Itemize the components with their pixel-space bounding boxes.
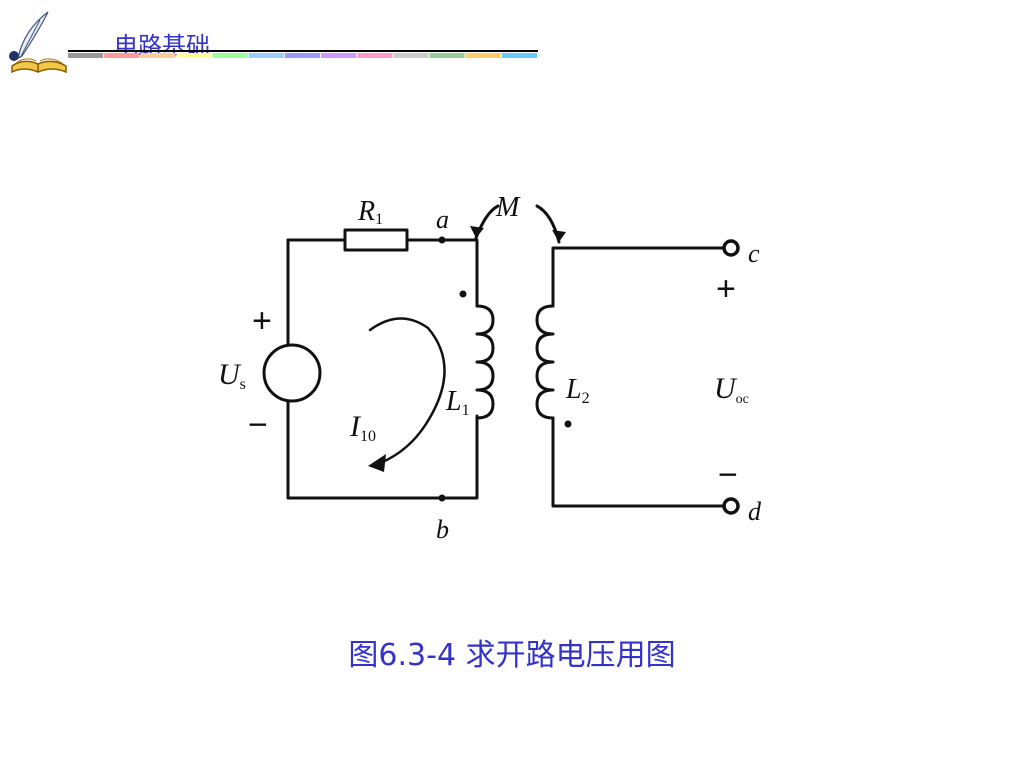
slide-header: 电路基础 <box>0 0 560 80</box>
label-current-i10: I10 <box>349 410 376 445</box>
voltage-source-us <box>262 343 322 403</box>
wire-left-lower <box>286 399 479 500</box>
label-terminal-d: d <box>748 497 762 526</box>
label-source-plus: + <box>252 302 272 340</box>
current-arrow-arc <box>368 317 446 466</box>
label-l2: L2 <box>565 374 590 407</box>
header-rule-segment <box>501 53 537 58</box>
label-source-us: Us <box>218 358 246 393</box>
header-rule-segment <box>104 53 140 58</box>
header-rule-line <box>68 50 538 52</box>
header-rule-segment <box>176 53 212 58</box>
node-b-dot <box>438 494 446 502</box>
header-rule-segment <box>212 53 248 58</box>
label-l1: L1 <box>445 386 470 419</box>
header-color-rule <box>68 50 538 58</box>
label-output-plus: + <box>716 270 736 308</box>
wire-top-a <box>405 238 479 308</box>
current-arrowhead <box>368 454 386 472</box>
mutual-inductance-circuit-diagram: R1 a M b + − Us I10 L1 L2 c d + − Uoc <box>218 192 762 544</box>
terminal-c <box>722 239 740 257</box>
label-node-a: a <box>436 205 449 234</box>
label-source-minus: − <box>248 406 268 444</box>
mutual-arc-right <box>535 204 561 244</box>
header-rule-segment <box>321 53 357 58</box>
header-rule-segment <box>248 53 284 58</box>
polarity-dot-l1 <box>459 290 467 298</box>
header-rule-segment <box>465 53 501 58</box>
inductor-l1 <box>475 304 495 420</box>
header-rule-segment <box>393 53 429 58</box>
header-rule-segment <box>429 53 465 58</box>
label-output-uoc: Uoc <box>714 372 749 407</box>
polarity-dot-l2 <box>564 420 572 428</box>
inductor-l2 <box>535 304 555 420</box>
resistor-r1 <box>343 228 409 252</box>
wire-right-bottom <box>551 416 725 508</box>
mutual-arrowhead-left <box>470 226 484 238</box>
figure-caption: 图6.3-4 求开路电压用图 <box>348 638 676 673</box>
label-output-minus: − <box>718 456 738 494</box>
node-a-dot <box>438 236 446 244</box>
label-node-b: b <box>436 515 449 544</box>
mutual-arrowhead-right <box>552 230 566 242</box>
terminal-d <box>722 497 740 515</box>
label-terminal-c: c <box>748 239 760 268</box>
header-rule-segment <box>357 53 393 58</box>
label-r1: R1 <box>357 196 383 228</box>
wire-right-top <box>551 246 725 308</box>
label-mutual-m: M <box>495 192 521 223</box>
quill-and-book-icon <box>9 11 67 74</box>
header-rule-segment <box>284 53 321 58</box>
header-rule-segment <box>68 53 104 58</box>
header-rule-segment <box>140 53 176 58</box>
